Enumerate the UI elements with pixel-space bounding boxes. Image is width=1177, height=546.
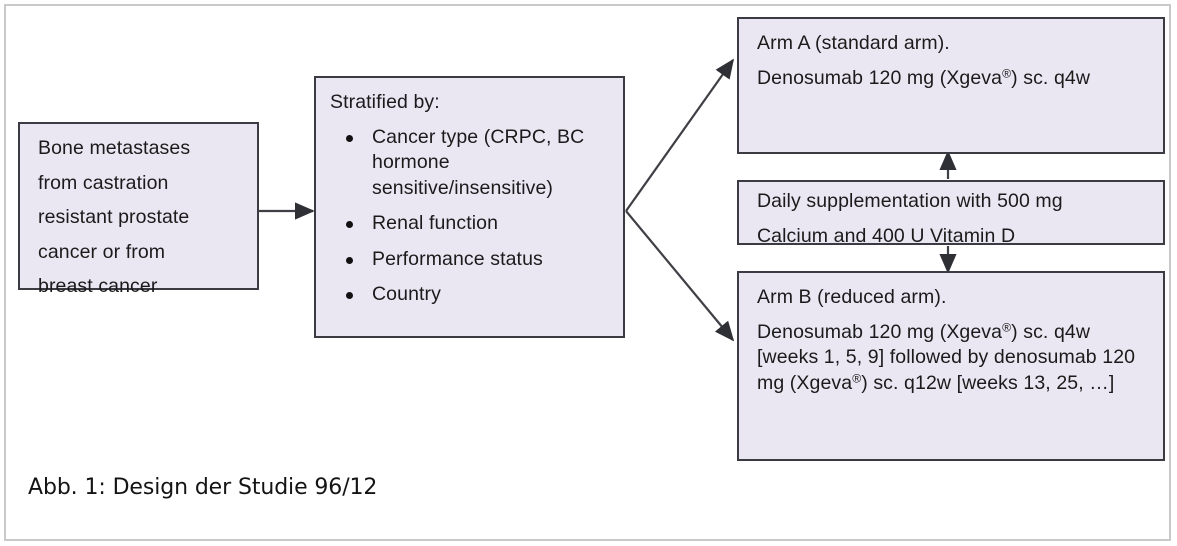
arm-b-title: Arm B (reduced arm). bbox=[757, 286, 947, 308]
arm-b-regimen-mid: ) sc. q4w [weeks 1, 5, 9] followed by de… bbox=[757, 320, 1136, 394]
stratification-bullet-cancer-type: Cancer type (CRPC, BC hormone sensitive/… bbox=[330, 125, 613, 202]
population-line-2: from castration bbox=[38, 171, 169, 194]
population-box: Bone metastases from castration resistan… bbox=[18, 122, 259, 297]
stratification-heading: Stratified by: bbox=[330, 91, 440, 113]
stratification-bullet-country: Country bbox=[330, 282, 613, 308]
arm-a-regimen-post: ) sc. q4w bbox=[1011, 66, 1091, 89]
supplementation-box: Daily supplementation with 500 mg Calciu… bbox=[737, 180, 1165, 247]
arm-a-title: Arm A (standard arm). bbox=[757, 32, 950, 54]
arm-b-regimen-pre: Denosumab 120 mg (Xgeva bbox=[757, 320, 1003, 343]
arrow-stratification-to-arm-b bbox=[625, 210, 735, 342]
stratification-bullet-performance-status: Performance status bbox=[330, 247, 613, 273]
supplementation-line-2: Calcium and 400 U Vitamin D bbox=[757, 224, 1016, 247]
stratification-bullet-list: Cancer type (CRPC, BC hormone sensitive/… bbox=[330, 125, 613, 308]
registered-trademark-icon: ® bbox=[1002, 66, 1012, 81]
stratification-bullet-renal-function: Renal function bbox=[330, 211, 613, 237]
arm-a-regimen: Denosumab 120 mg (Xgeva®) sc. q4w bbox=[757, 66, 1147, 92]
figure-caption: Abb. 1: Design der Studie 96/12 bbox=[28, 475, 378, 500]
arm-b-regimen-post: ) sc. q12w [weeks 13, 25, …] bbox=[861, 371, 1115, 394]
registered-trademark-icon-2: ® bbox=[852, 371, 862, 386]
population-line-1: Bone metastases bbox=[38, 137, 191, 159]
registered-trademark-icon-1: ® bbox=[1002, 320, 1012, 335]
population-line-4: cancer or from bbox=[38, 240, 166, 263]
population-line-5: breast cancer bbox=[38, 275, 158, 297]
arrow-stratification-to-arm-a bbox=[625, 58, 735, 212]
arm-a-box: Arm A (standard arm). Denosumab 120 mg (… bbox=[737, 17, 1165, 154]
arm-b-box: Arm B (reduced arm). Denosumab 120 mg (X… bbox=[737, 271, 1165, 461]
arm-b-regimen: Denosumab 120 mg (Xgeva®) sc. q4w [weeks… bbox=[757, 320, 1147, 397]
stratification-box: Stratified by: Cancer type (CRPC, BC hor… bbox=[314, 76, 625, 338]
supplementation-line-1: Daily supplementation with 500 mg bbox=[757, 190, 1063, 212]
population-line-3: resistant prostate bbox=[38, 206, 190, 228]
arm-a-regimen-pre: Denosumab 120 mg (Xgeva bbox=[757, 66, 1003, 89]
